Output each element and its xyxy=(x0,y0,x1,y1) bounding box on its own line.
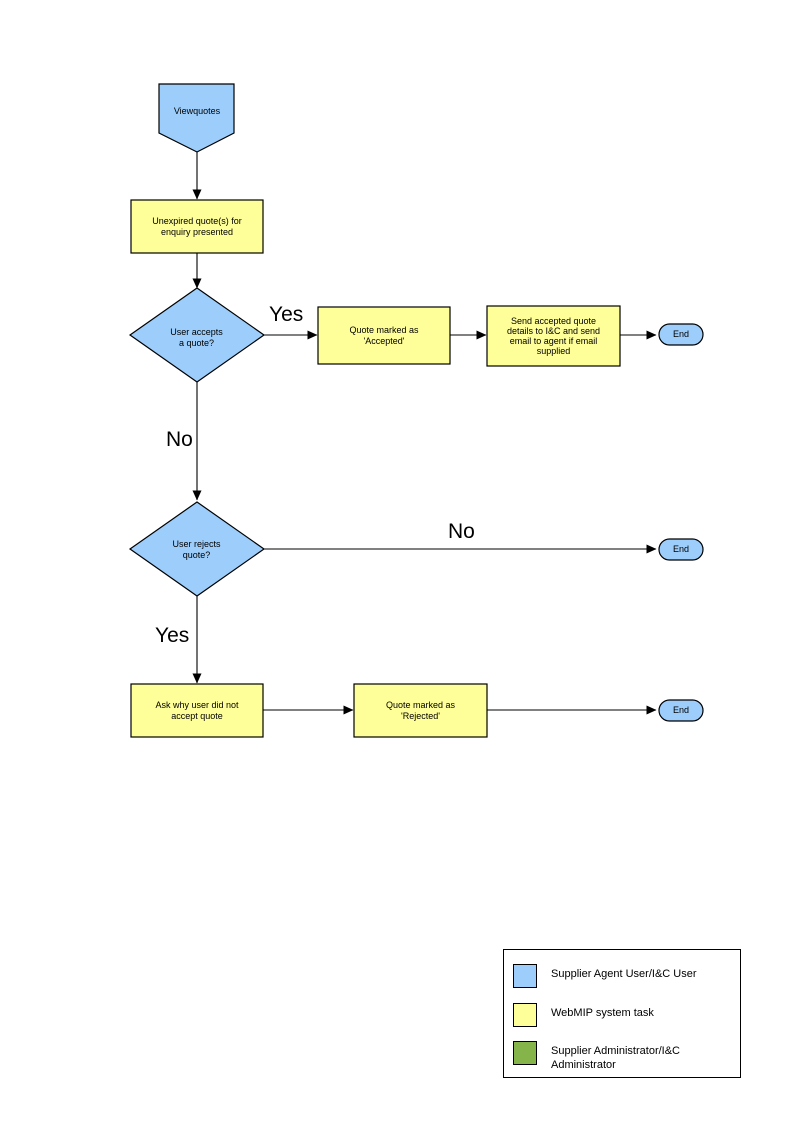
legend-label-supplier-agent: Supplier Agent User/I&C User xyxy=(551,968,697,980)
node-end-no-reject[interactable] xyxy=(658,538,704,561)
legend-panel: Supplier Agent User/I&C User WebMIP syst… xyxy=(503,949,741,1078)
connector-group xyxy=(192,152,657,715)
legend-swatch-blue xyxy=(513,964,537,988)
node-box-send-accepted-details[interactable] xyxy=(486,305,621,367)
node-box-ask-why-not-accepted[interactable] xyxy=(130,683,264,738)
edge-label-yes-rejects: Yes xyxy=(155,624,190,647)
node-decision-user-rejects[interactable] xyxy=(128,501,266,597)
edge-label-no-rejects: No xyxy=(448,520,475,543)
edge-label-no-accepts: No xyxy=(166,428,193,451)
node-end-accepted[interactable] xyxy=(658,323,704,346)
legend-swatch-yellow xyxy=(513,1003,537,1027)
legend-label-webmip-task: WebMIP system task xyxy=(551,1007,654,1019)
edge-label-yes-accepts: Yes xyxy=(269,303,304,326)
node-decision-user-accepts[interactable] xyxy=(128,287,266,383)
node-box-quote-rejected[interactable] xyxy=(353,683,488,738)
legend-item-webmip-task: WebMIP system task xyxy=(513,1003,654,1027)
node-end-rejected[interactable] xyxy=(658,699,704,722)
node-box-quote-accepted[interactable] xyxy=(317,306,451,365)
legend-item-supplier-agent: Supplier Agent User/I&C User xyxy=(513,964,697,988)
node-box-unexpired-quotes[interactable] xyxy=(130,199,264,254)
node-start-viewquotes[interactable] xyxy=(158,83,235,153)
legend-swatch-green xyxy=(513,1041,537,1065)
